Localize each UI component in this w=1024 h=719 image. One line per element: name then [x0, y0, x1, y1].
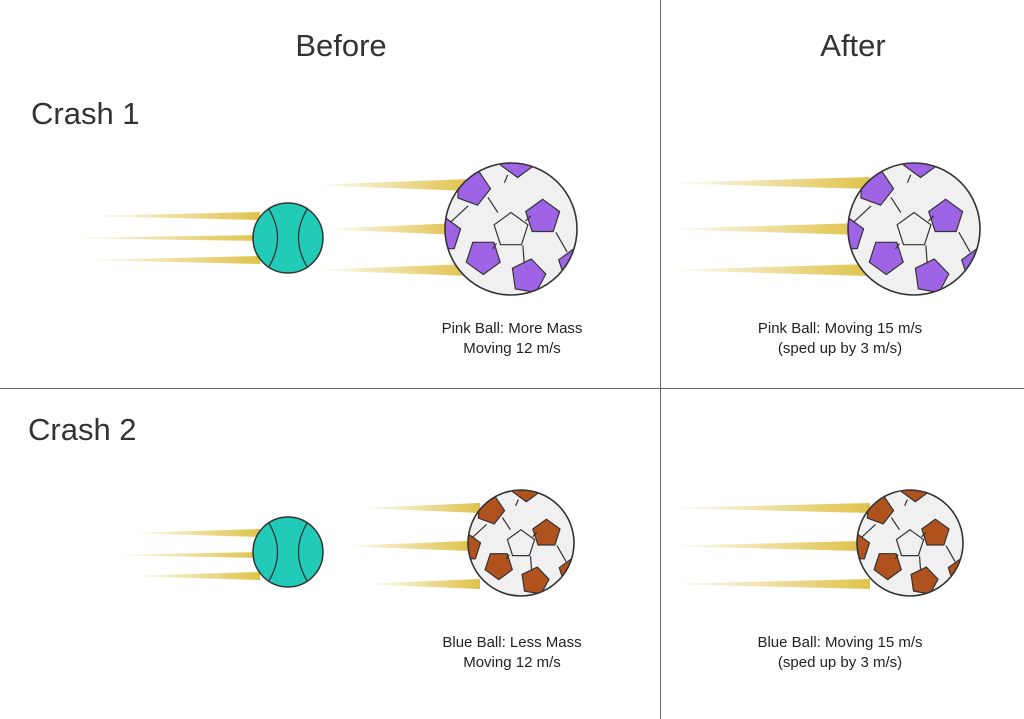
soccer-ball-icon: [467, 489, 575, 597]
soccer-ball-icon: [444, 162, 578, 296]
motion-streak-icon: [662, 264, 870, 276]
motion-streak-icon: [105, 552, 260, 558]
motion-streak-icon: [80, 256, 260, 264]
motion-streak-icon: [340, 541, 470, 551]
motion-streak-icon: [80, 212, 260, 220]
caption-line: Moving 12 m/s: [463, 654, 561, 671]
crash-1-before-caption: Pink Ball: More Mass Moving 12 m/s: [392, 319, 632, 359]
motion-streak-icon: [360, 503, 480, 513]
motion-streak-icon: [125, 529, 260, 537]
crash-2-after-caption: Blue Ball: Moving 15 m/s (sped up by 3 m…: [720, 633, 960, 673]
motion-streak-icon: [662, 579, 870, 589]
crash-2-before-caption: Blue Ball: Less Mass Moving 12 m/s: [392, 633, 632, 673]
crash-1-title: Crash 1: [31, 96, 140, 131]
motion-streak-icon: [310, 179, 470, 191]
motion-streak-icon: [58, 235, 260, 241]
motion-streak-icon: [662, 223, 862, 235]
caption-line: Moving 12 m/s: [463, 340, 561, 357]
caption-line: Blue Ball: Less Mass: [442, 634, 582, 651]
motion-streak-icon: [125, 572, 260, 580]
motion-streak-icon: [310, 264, 470, 276]
caption-line: (sped up by 3 m/s): [777, 654, 903, 671]
after-header: After: [820, 28, 886, 63]
motion-streak-icon: [360, 579, 480, 589]
caption-line: Pink Ball: Moving 15 m/s: [757, 320, 923, 337]
motion-streak-icon: [662, 503, 870, 513]
vertical-divider: [660, 0, 661, 719]
soccer-ball-icon: [856, 489, 964, 597]
tennis-ball-icon: [252, 202, 324, 274]
caption-line: (sped up by 3 m/s): [777, 340, 903, 357]
motion-streak-icon: [320, 223, 460, 235]
before-header: Before: [295, 28, 387, 63]
tennis-ball-icon: [252, 516, 324, 588]
horizontal-divider: [0, 388, 1024, 389]
crash-2-title: Crash 2: [28, 412, 137, 447]
motion-streak-icon: [662, 541, 860, 551]
caption-line: Blue Ball: Moving 15 m/s: [757, 634, 923, 651]
crash-1-after-caption: Pink Ball: Moving 15 m/s (sped up by 3 m…: [720, 319, 960, 359]
caption-line: Pink Ball: More Mass: [441, 320, 583, 337]
motion-streak-icon: [662, 177, 870, 189]
